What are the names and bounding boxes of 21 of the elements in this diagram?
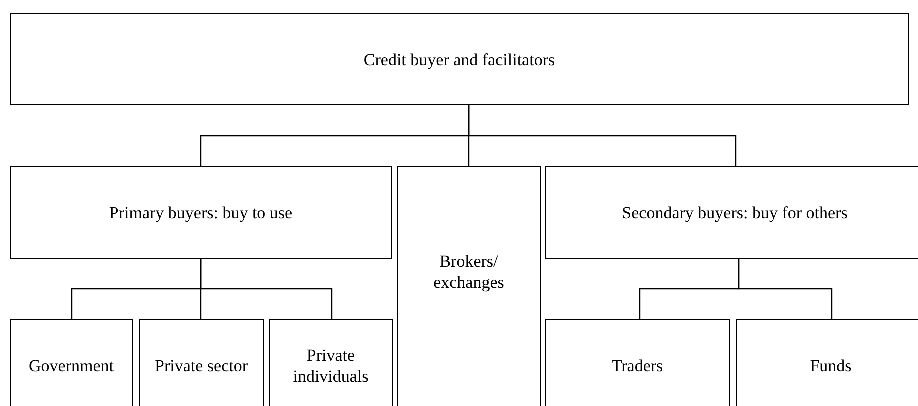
org-box bbox=[10, 166, 392, 259]
org-box bbox=[139, 319, 264, 406]
connector-line bbox=[738, 259, 833, 319]
org-box bbox=[10, 319, 133, 406]
box-label: Credit buyer and facilitators bbox=[362, 50, 556, 70]
org-box bbox=[545, 166, 918, 259]
connector-line bbox=[468, 105, 737, 166]
box-label: Private individuals bbox=[292, 345, 370, 387]
box-label: Secondary buyers: buy for others bbox=[621, 202, 849, 224]
org-box bbox=[545, 319, 730, 406]
org-box bbox=[269, 319, 393, 406]
org-box bbox=[10, 13, 909, 105]
org-box bbox=[397, 166, 541, 406]
box-label: Private sector bbox=[154, 356, 249, 376]
box-label: Government bbox=[28, 356, 115, 376]
connector-line bbox=[200, 259, 333, 319]
box-label: Funds bbox=[809, 356, 853, 376]
box-label: Brokers/ exchanges bbox=[432, 251, 506, 293]
org-box bbox=[736, 319, 918, 406]
box-label: Traders bbox=[610, 356, 664, 376]
box-label: Primary buyers: buy to use bbox=[108, 202, 294, 224]
